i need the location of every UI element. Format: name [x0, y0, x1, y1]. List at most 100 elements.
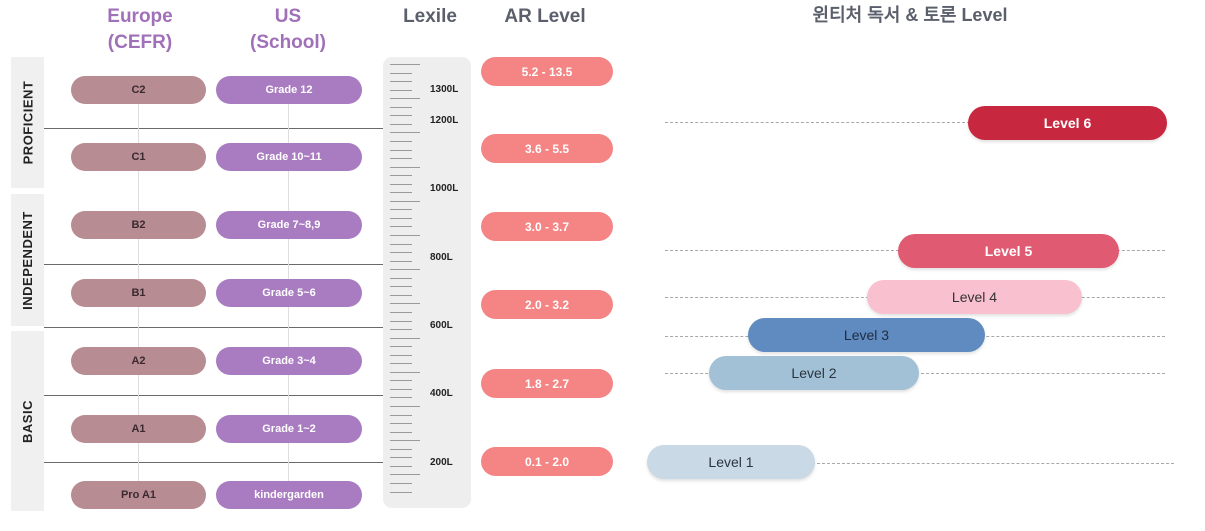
us-header: US (School) [238, 4, 338, 56]
ruler-tick [390, 192, 412, 193]
ruler-tick [390, 355, 412, 356]
ruler-tick [390, 372, 420, 373]
ruler-tick [390, 303, 420, 304]
lexile-label-600: 600L [430, 320, 453, 331]
ruler-tick [390, 338, 420, 339]
level4-pill: Level 4 [867, 280, 1082, 314]
ruler-tick [390, 440, 420, 441]
ruler-tick [390, 209, 412, 210]
ruler-tick [390, 423, 412, 424]
us-pill-grade-7-9: Grade 7~8,9 [216, 211, 362, 239]
wintiger-header: 윈티처 독서 & 토론 Level [812, 5, 1008, 25]
ruler-tick [390, 107, 412, 108]
us-pill-grade-5-6: Grade 5~6 [216, 279, 362, 307]
band-independent-label: INDEPENDENT [20, 210, 35, 310]
lexile-label-200: 200L [430, 457, 453, 468]
level1-pill: Level 1 [647, 445, 815, 479]
divider-line [44, 395, 384, 396]
ruler-tick [390, 98, 420, 99]
cefr-pill-b1: B1 [71, 279, 206, 307]
ruler-tick [390, 363, 412, 364]
ruler-tick [390, 201, 420, 202]
level5-pill: Level 5 [898, 234, 1119, 268]
ruler-tick [390, 474, 420, 475]
band-proficient: PROFICIENT [11, 57, 44, 188]
ruler-tick [390, 397, 412, 398]
level6-dash [665, 122, 970, 123]
ar-pill-4: 2.0 - 3.2 [481, 290, 613, 319]
band-independent-bg [11, 194, 44, 326]
ruler-tick [390, 278, 412, 279]
band-basic-bg [11, 331, 44, 511]
level6-pill: Level 6 [968, 106, 1167, 140]
ruler-tick [390, 483, 412, 484]
cefr-pill-a1: A1 [71, 415, 206, 443]
ruler-tick [390, 449, 412, 450]
ruler-tick [390, 286, 412, 287]
ruler-tick [390, 457, 412, 458]
ruler-tick [390, 252, 412, 253]
ruler-tick [390, 158, 412, 159]
ruler-tick [390, 329, 412, 330]
ruler-tick [390, 380, 412, 381]
ruler-tick [390, 73, 412, 74]
level3-pill: Level 3 [748, 318, 985, 352]
us-header-line2: (School) [250, 32, 326, 53]
lexile-label-1300: 1300L [430, 84, 459, 95]
ruler-tick [390, 432, 412, 433]
cefr-pill-c2: C2 [71, 76, 206, 104]
ruler-tick [390, 150, 412, 151]
band-independent: INDEPENDENT [11, 194, 44, 326]
ar-header: AR Level [504, 6, 586, 27]
us-pill-grade-10-11: Grade 10~11 [216, 143, 362, 171]
us-header-line1: US [274, 6, 302, 27]
band-proficient-label: PROFICIENT [20, 80, 36, 165]
ruler-tick [390, 466, 412, 467]
divider-line [44, 264, 384, 265]
ruler-tick [390, 218, 412, 219]
ruler-tick [390, 312, 412, 313]
ruler-tick [390, 492, 412, 493]
cefr-pill-c1: C1 [71, 143, 206, 171]
band-basic-label: BASIC [20, 399, 36, 443]
lexile-label-400: 400L [430, 388, 453, 399]
cefr-header-line2: (CEFR) [107, 32, 173, 53]
level2-pill: Level 2 [709, 356, 919, 390]
ruler-tick [390, 115, 412, 116]
ar-pill-5: 1.8 - 2.7 [481, 369, 613, 398]
cefr-header: Europe (CEFR) [90, 4, 190, 56]
level1-dash [812, 463, 1174, 464]
ruler-tick [390, 244, 412, 245]
ar-pill-1: 5.2 - 13.5 [481, 57, 613, 86]
ruler-tick [390, 132, 420, 133]
divider-line [44, 128, 384, 129]
us-pill-kindergarden: kindergarden [216, 481, 362, 509]
ar-pill-3: 3.0 - 3.7 [481, 212, 613, 241]
cefr-pill-b2: B2 [71, 211, 206, 239]
lexile-label-1000: 1000L [430, 183, 459, 194]
ruler-tick [390, 167, 420, 168]
divider-line [44, 327, 384, 328]
ruler-tick [390, 226, 412, 227]
ruler-tick [390, 269, 420, 270]
us-pill-grade-1-2: Grade 1~2 [216, 415, 362, 443]
ruler-tick [390, 235, 420, 236]
us-pill-grade-12: Grade 12 [216, 76, 362, 104]
ruler-tick [390, 81, 412, 82]
ruler-tick [390, 141, 412, 142]
lexile-label-1200: 1200L [430, 115, 459, 126]
ruler-tick [390, 184, 412, 185]
band-proficient-bg [11, 57, 44, 188]
ruler-tick [390, 346, 412, 347]
ruler-tick [390, 90, 412, 91]
lexile-header: Lexile [403, 6, 457, 27]
band-basic: BASIC [11, 331, 44, 511]
ruler-tick [390, 261, 412, 262]
ruler-tick [390, 295, 412, 296]
ruler-tick [390, 175, 412, 176]
cefr-header-line1: Europe [107, 6, 173, 27]
ar-pill-2: 3.6 - 5.5 [481, 134, 613, 163]
ruler-tick [390, 406, 420, 407]
ar-pill-6: 0.1 - 2.0 [481, 447, 613, 476]
cefr-pill-pro-a1: Pro A1 [71, 481, 206, 509]
